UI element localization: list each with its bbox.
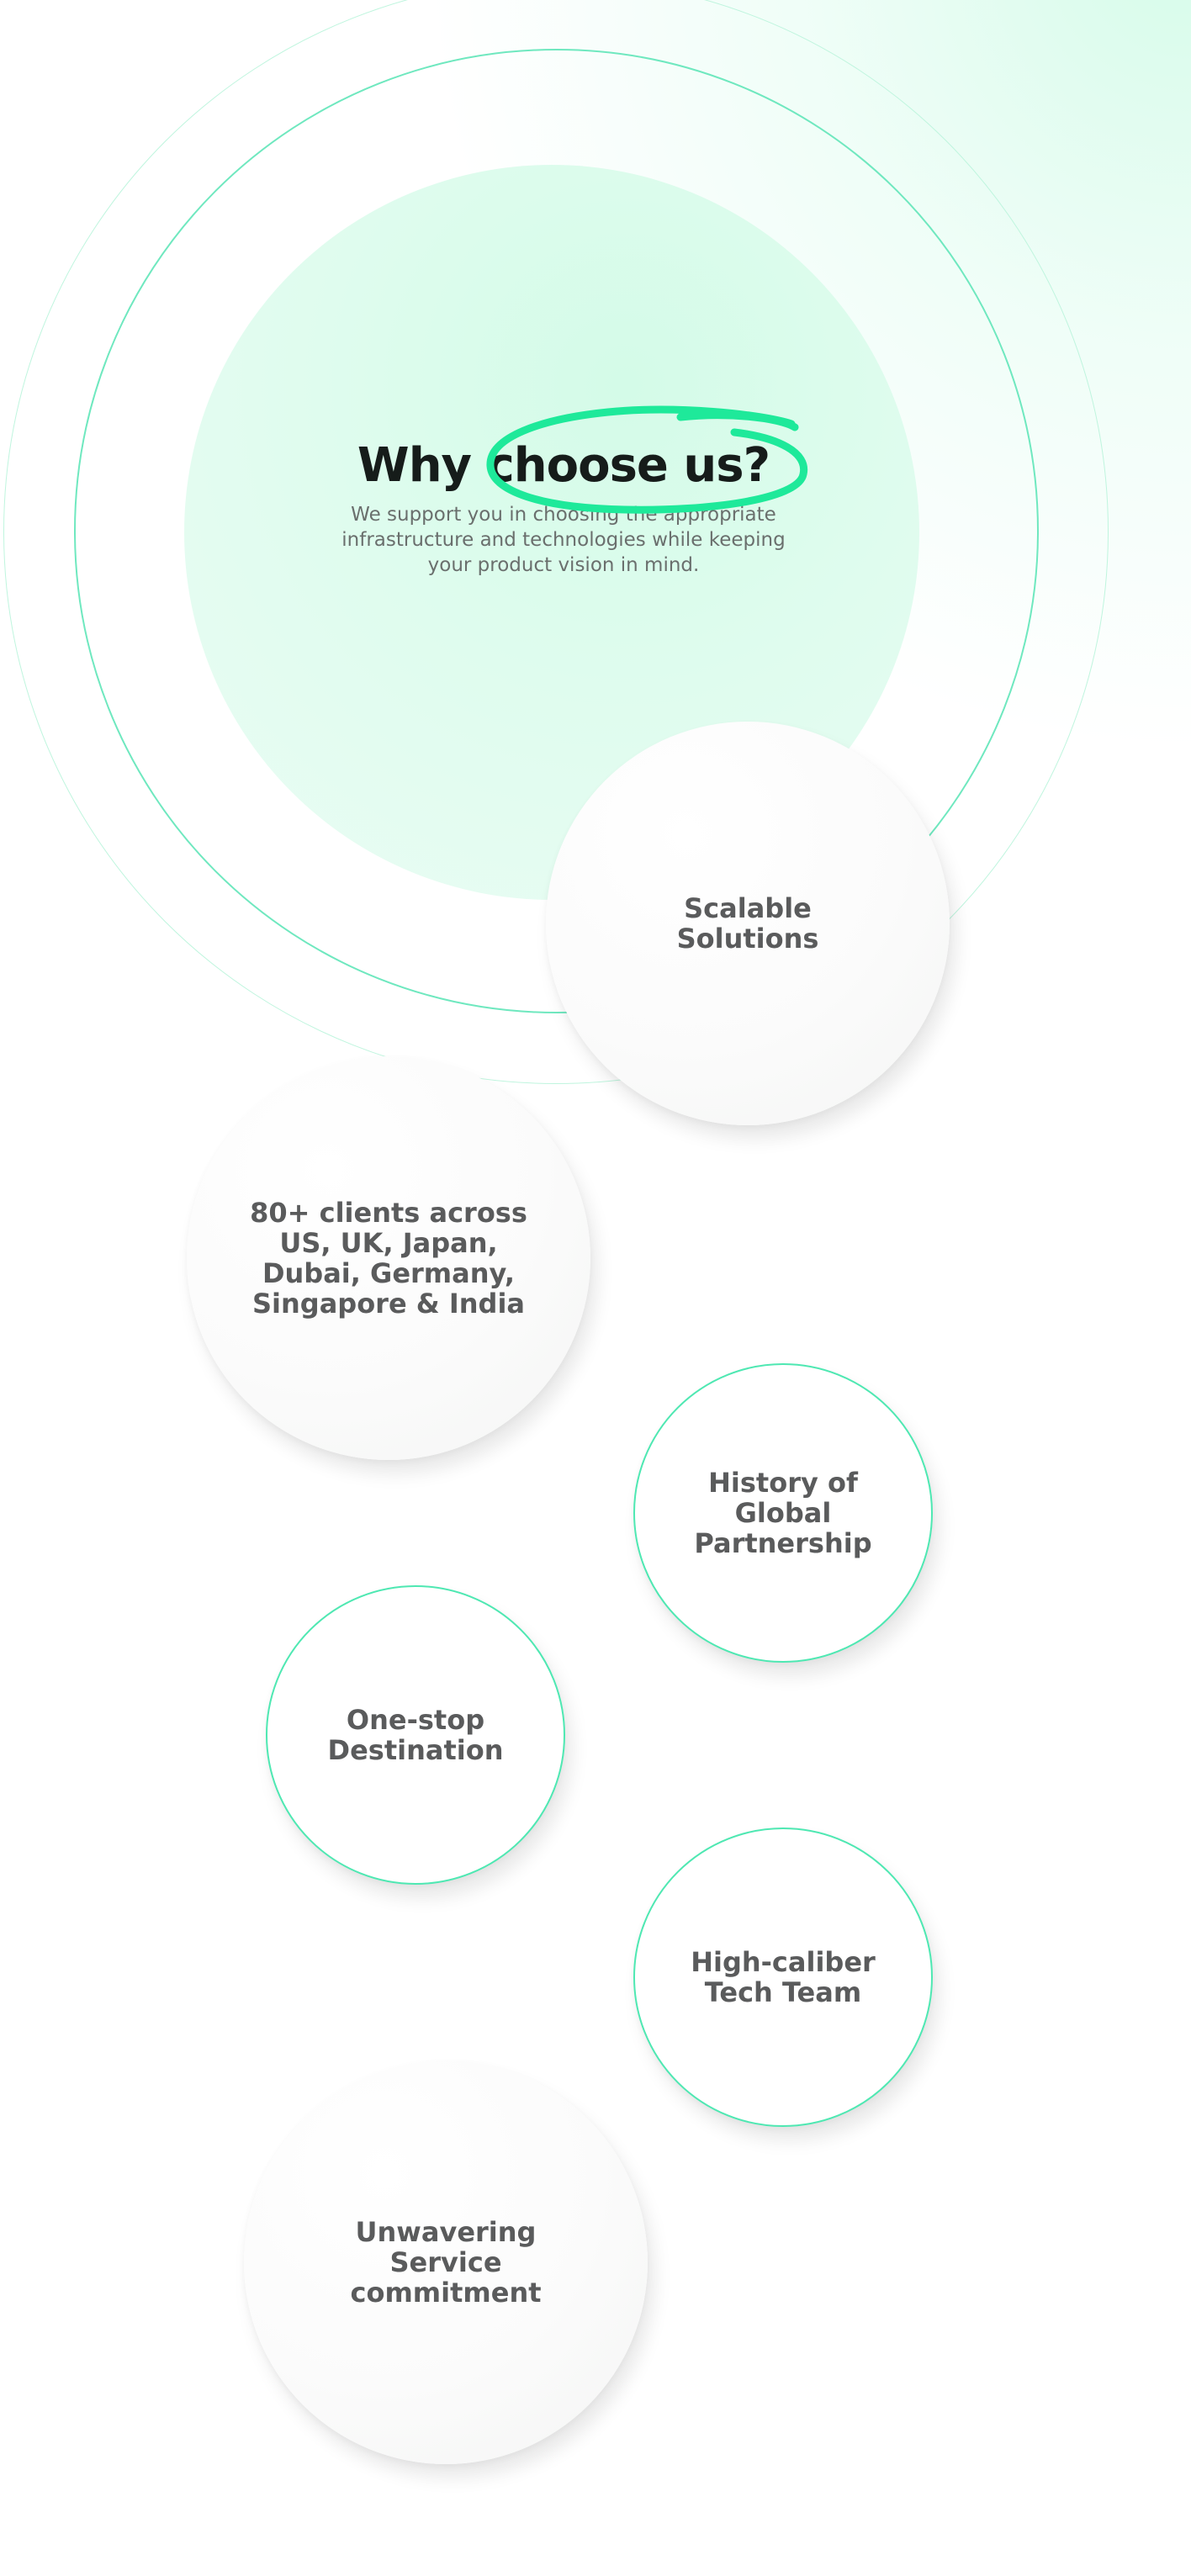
feature-label: History of Global Partnership (694, 1467, 872, 1559)
feature-bubble-one-stop-destination: One-stop Destination (266, 1585, 565, 1885)
feature-bubble-scalable-solutions: Scalable Solutions (546, 722, 950, 1125)
decorative-ring-outer (3, 0, 1109, 1084)
feature-bubble-service-commitment: Unwavering Service commitment (244, 2060, 648, 2464)
feature-label: Unwavering Service commitment (350, 2216, 542, 2309)
feature-label: Scalable Solutions (676, 892, 819, 955)
hero-block: Why choose us? We support you in choosin… (278, 405, 850, 578)
decorative-ring-middle (74, 49, 1039, 1013)
title-highlight: choose us? (486, 438, 770, 493)
feature-bubble-global-partnership: History of Global Partnership (633, 1363, 933, 1663)
feature-label: 80+ clients across US, UK, Japan, Dubai,… (250, 1197, 527, 1320)
section-title: Why choose us? (357, 405, 808, 514)
feature-label: High-caliber Tech Team (691, 1946, 876, 2008)
feature-bubble-global-clients: 80+ clients across US, UK, Japan, Dubai,… (187, 1056, 590, 1460)
title-prefix: Why (357, 438, 487, 493)
scribble-circle-icon (486, 405, 808, 514)
feature-bubble-tech-team: High-caliber Tech Team (633, 1828, 933, 2127)
feature-label: One-stop Destination (327, 1704, 504, 1766)
